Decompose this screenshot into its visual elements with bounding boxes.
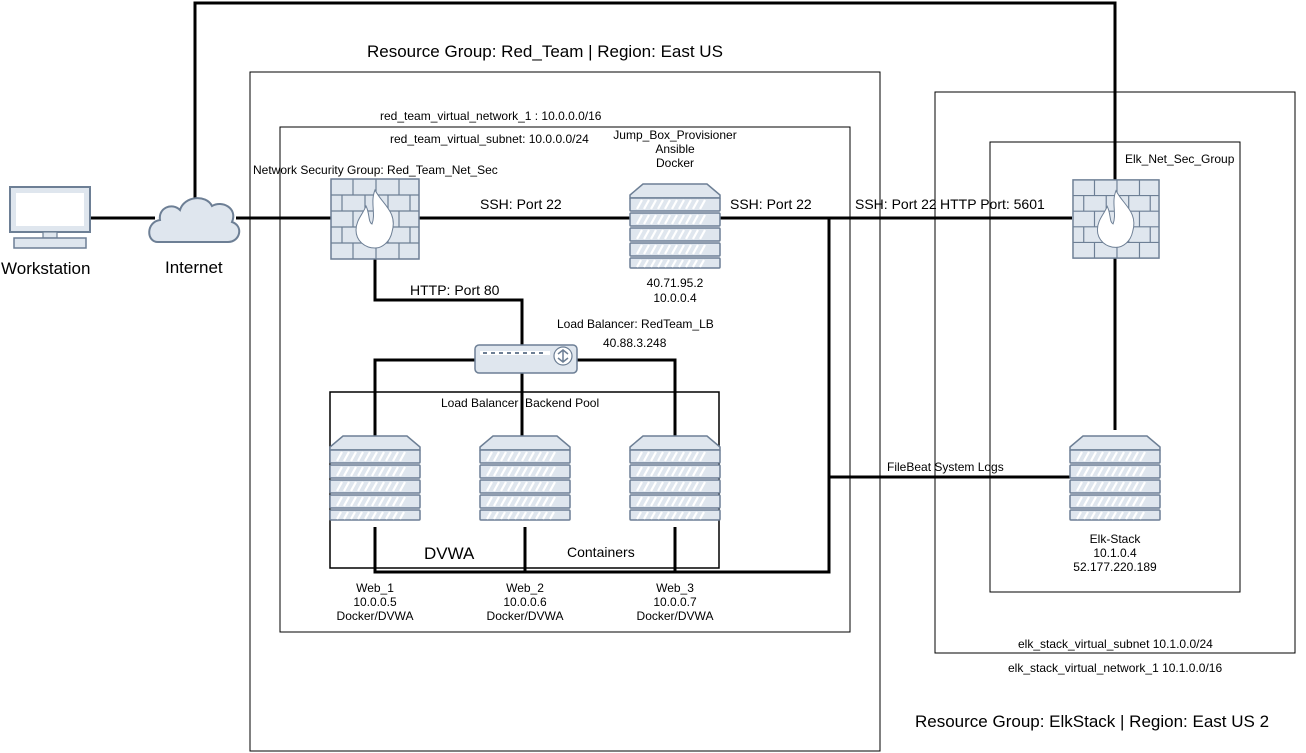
jump-box-ansible: Ansible xyxy=(655,142,695,156)
red-nsg-firewall-icon xyxy=(330,178,420,260)
ssh-elk-label: SSH: Port 22 xyxy=(855,196,937,212)
internet-label: Internet xyxy=(165,258,223,277)
red-vnet-label: red_team_virtual_network_1 : 10.0.0.0/16 xyxy=(380,109,602,123)
jump-box-server-icon xyxy=(629,183,721,269)
red-subnet-label: red_team_virtual_subnet: 10.0.0.0/24 xyxy=(390,132,589,146)
internet-cloud-icon xyxy=(148,197,241,243)
elk-stack-server-icon xyxy=(1069,434,1161,522)
web-1-ip: 10.0.0.5 xyxy=(353,595,397,609)
elk-nsg-label: Elk_Net_Sec_Group xyxy=(1125,152,1235,166)
web-3-ip: 10.0.0.7 xyxy=(653,595,697,609)
jump-box-public-ip: 40.71.95.2 xyxy=(646,276,704,290)
web-2-server-icon xyxy=(479,434,571,522)
load-balancer-ip: 40.88.3.248 xyxy=(603,336,667,350)
connection-lines xyxy=(90,1,1117,574)
web-2-role: Docker/DVWA xyxy=(486,609,564,623)
web-2-ip: 10.0.0.6 xyxy=(503,595,547,609)
http-kibana-label: HTTP Port: 5601 xyxy=(940,196,1045,212)
workstation-label: Workstation xyxy=(1,259,91,278)
red-nsg-label: Network Security Group: Red_Team_Net_Sec xyxy=(253,163,498,177)
elk-stack-public-ip: 52.177.220.189 xyxy=(1073,560,1157,574)
elk-vnet-label: elk_stack_virtual_network_1 10.1.0.0/16 xyxy=(1008,661,1223,675)
containers-label: Containers xyxy=(567,544,635,560)
backend-pool-label: Load Balancer Backend Pool xyxy=(441,396,600,410)
filebeat-label: FileBeat System Logs xyxy=(887,460,1004,474)
web-3-server-icon xyxy=(629,434,721,522)
elk-nsg-firewall-icon xyxy=(1072,179,1160,259)
workstation-icon xyxy=(9,186,91,249)
jump-box-private-ip: 10.0.0.4 xyxy=(653,291,697,305)
elk-stack-private-ip: 10.1.0.4 xyxy=(1093,546,1137,560)
jump-box-docker: Docker xyxy=(655,156,695,170)
dvwa-label: DVWA xyxy=(424,544,475,563)
ssh-jump-out-label: SSH: Port 22 xyxy=(730,196,812,212)
elk-subnet-label: elk_stack_virtual_subnet 10.1.0.0/24 xyxy=(1018,637,1213,651)
web-1-server-icon xyxy=(329,434,421,522)
http-lb-label: HTTP: Port 80 xyxy=(410,282,500,298)
red-resource-group-label: Resource Group: Red_Team | Region: East … xyxy=(367,42,723,61)
ssh-nsg-jump-label: SSH: Port 22 xyxy=(480,196,562,212)
red-subnet-box xyxy=(279,126,851,633)
load-balancer-name: Load Balancer: RedTeam_LB xyxy=(557,317,714,331)
elk-stack-name: Elk-Stack xyxy=(1089,532,1141,546)
jump-box-name: Jump_Box_Provisioner xyxy=(613,128,737,142)
web-2-name: Web_2 xyxy=(506,581,544,595)
elk-resource-group-label: Resource Group: ElkStack | Region: East … xyxy=(915,712,1270,731)
web-1-role: Docker/DVWA xyxy=(336,609,414,623)
load-balancer-icon xyxy=(474,344,578,374)
red-resource-group-box xyxy=(249,71,881,752)
web-3-name: Web_3 xyxy=(656,581,694,595)
web-3-role: Docker/DVWA xyxy=(636,609,714,623)
web-1-name: Web_1 xyxy=(356,581,394,595)
